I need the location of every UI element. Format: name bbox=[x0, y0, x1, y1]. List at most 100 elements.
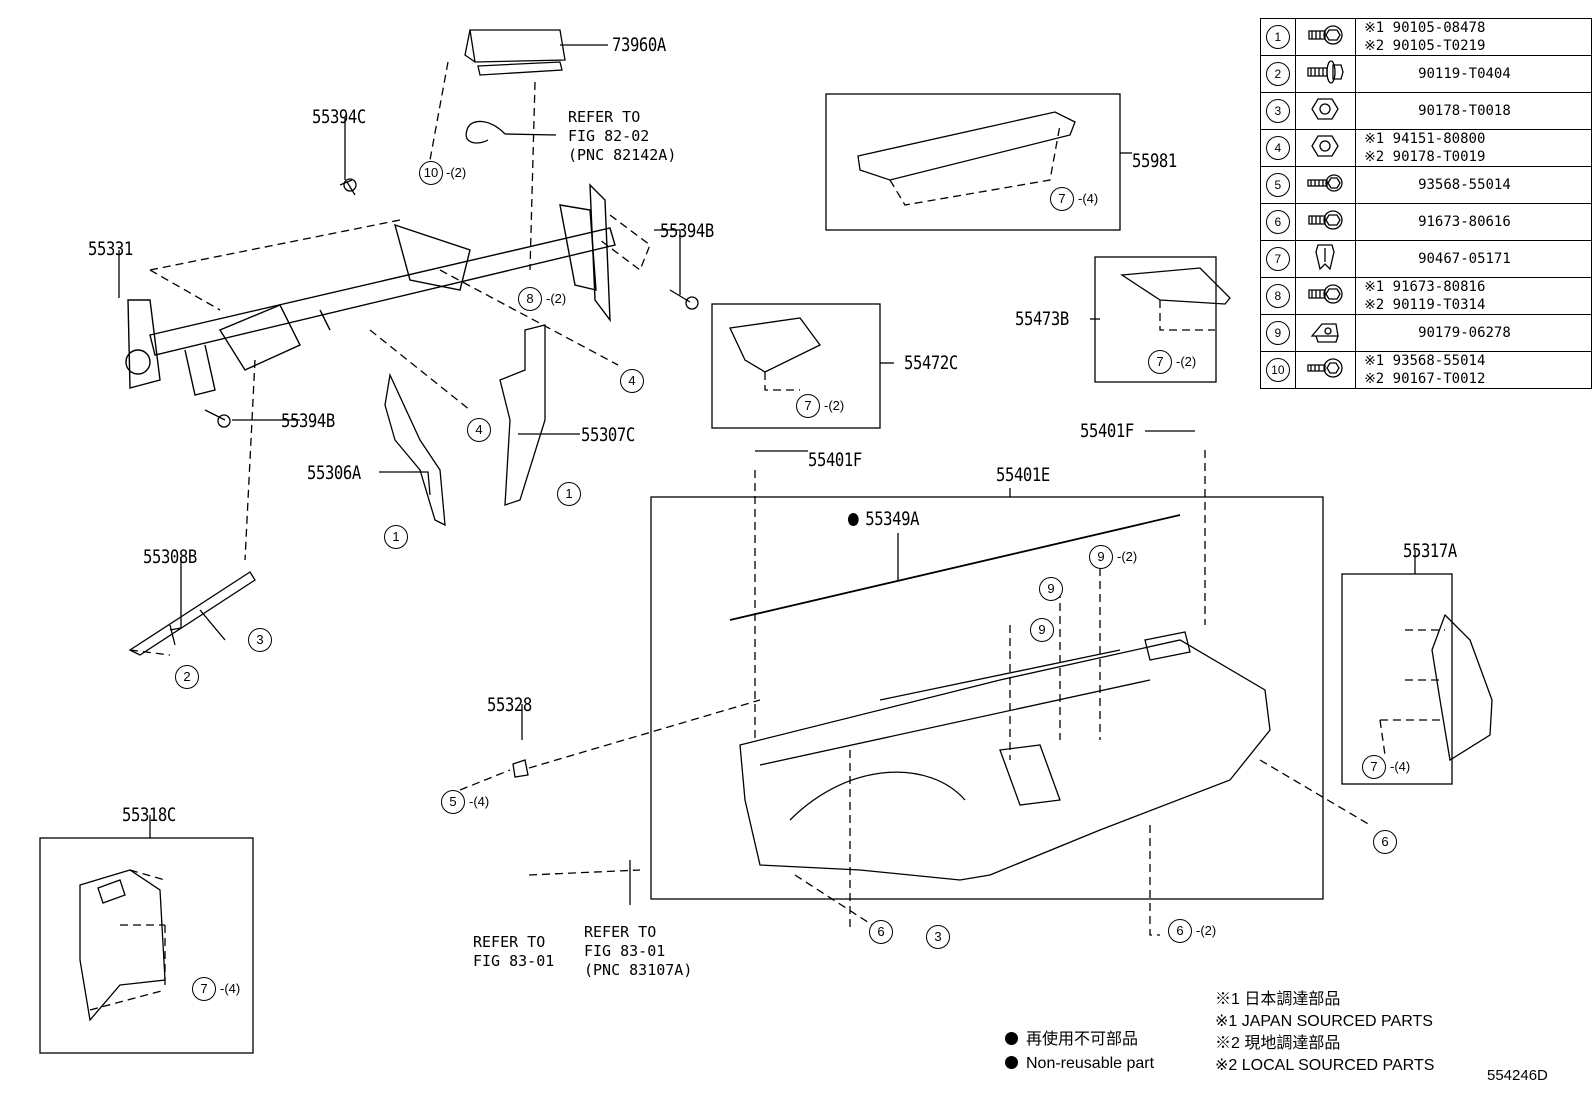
retainer-55328-drawing bbox=[512, 759, 529, 778]
fastener-part-number: 93568-55014 bbox=[1418, 177, 1511, 193]
legend-text: Non-reusable part bbox=[1026, 1055, 1155, 1072]
callout-9-top: 9 bbox=[1089, 545, 1113, 569]
nonreusable-dot-icon bbox=[1005, 1032, 1018, 1045]
fastener-number-cell: 5 bbox=[1260, 166, 1296, 204]
callout-7-55472c: 7 bbox=[796, 394, 820, 418]
fastener-row: 10※1 93568-55014※2 90167-T0012 bbox=[1260, 351, 1592, 389]
fastener-part-numbers: 91673-80616 bbox=[1355, 203, 1592, 241]
fastener-part-number: 90119-T0404 bbox=[1418, 66, 1511, 82]
brace-55306a-drawing bbox=[384, 372, 446, 527]
callout-qty: -(2) bbox=[1117, 549, 1138, 564]
bolt-washer-icon bbox=[1294, 277, 1357, 315]
clip-nut-icon bbox=[1294, 314, 1357, 352]
fastener-row: 5 93568-55014 bbox=[1260, 166, 1592, 204]
part-label-73960a: 73960A bbox=[612, 34, 666, 56]
fastener-part-numbers: 90179-06278 bbox=[1355, 314, 1592, 352]
fastener-part-number: ※1 90105-08478 bbox=[1364, 20, 1486, 36]
reinforcement-beam-drawing bbox=[125, 183, 616, 396]
ref-line: FIG 83-01 bbox=[584, 941, 666, 960]
fastener-number-cell: 8 bbox=[1260, 277, 1296, 315]
fastener-number-cell: 10 bbox=[1260, 351, 1296, 389]
bolt-flange-icon bbox=[1294, 55, 1357, 93]
hex-nut-icon bbox=[1294, 92, 1357, 130]
screw-washer-icon bbox=[1294, 351, 1357, 389]
fastener-part-numbers: 90178-T0018 bbox=[1355, 92, 1592, 130]
fastener-number: 8 bbox=[1265, 284, 1290, 308]
fastener-row: 8※1 91673-80816※2 90119-T0314 bbox=[1260, 277, 1592, 315]
fastener-row: 7 90467-05171 bbox=[1260, 240, 1592, 278]
ref-line: REFER TO bbox=[568, 108, 641, 126]
callout-7-55317a: 7 bbox=[1362, 755, 1386, 779]
fastener-part-number: 90178-T0018 bbox=[1418, 103, 1511, 119]
legend-nonreusable-en: Non-reusable part bbox=[1005, 1056, 1154, 1072]
ref-line: REFER TO bbox=[584, 923, 657, 941]
callout-qty: -(2) bbox=[1196, 923, 1217, 938]
callout-3: 3 bbox=[248, 628, 272, 652]
callout-qty: -(4) bbox=[1078, 191, 1099, 206]
callout-2: 2 bbox=[175, 665, 199, 689]
callout-3-bottom: 3 bbox=[926, 925, 950, 949]
callout-qty: -(2) bbox=[1176, 354, 1197, 369]
fastener-row: 6 91673-80616 bbox=[1260, 203, 1592, 241]
legend-note1-en: ※1 JAPAN SOURCED PARTS bbox=[1215, 1013, 1433, 1030]
legend-note2-jp: ※2 現地調達部品 bbox=[1215, 1035, 1341, 1052]
part-label-55401e: 55401E bbox=[996, 464, 1050, 486]
callout-qty: -(4) bbox=[1390, 759, 1411, 774]
panel-55981-drawing bbox=[857, 111, 1076, 181]
legend-note1-jp: ※1 日本調達部品 bbox=[1215, 991, 1341, 1008]
leader-lines bbox=[118, 118, 1416, 905]
fastener-part-number: ※2 90119-T0314 bbox=[1364, 297, 1486, 313]
fastener-part-number: ※1 94151-80800 bbox=[1364, 131, 1486, 147]
bolt-washer-icon bbox=[1294, 18, 1357, 56]
fastener-number: 7 bbox=[1265, 247, 1290, 271]
bracket-55308b-drawing bbox=[128, 571, 256, 656]
part-label-55401f-right: 55401F bbox=[1080, 420, 1134, 442]
fastener-part-number: ※1 93568-55014 bbox=[1364, 353, 1486, 369]
ref-line: FIG 83-01 bbox=[473, 951, 555, 970]
frame-55981 bbox=[825, 93, 1121, 231]
instrument-panel-drawing bbox=[729, 514, 1271, 881]
side-panel-55318c-drawing bbox=[79, 869, 166, 1022]
fastener-number-cell: 3 bbox=[1260, 92, 1296, 130]
callout-qty: -(2) bbox=[824, 398, 845, 413]
diagram-id: 554246D bbox=[1487, 1067, 1548, 1084]
harness-drawing bbox=[465, 120, 506, 144]
callout-7-55981: 7 bbox=[1050, 187, 1074, 211]
fastener-number: 5 bbox=[1265, 173, 1290, 197]
dashed-guides bbox=[89, 61, 1445, 1011]
part-label-55318c: 55318C bbox=[122, 804, 176, 826]
part-label-55317a: 55317A bbox=[1403, 540, 1457, 562]
hex-nut-icon bbox=[1294, 129, 1357, 167]
part-label-55981: 55981 bbox=[1132, 150, 1177, 172]
part-label-55306a: 55306A bbox=[307, 462, 361, 484]
clip-icon bbox=[1294, 240, 1357, 278]
fastener-row: 9 90179-06278 bbox=[1260, 314, 1592, 352]
fastener-part-numbers: 93568-55014 bbox=[1355, 166, 1592, 204]
side-panel-55317a-drawing bbox=[1431, 613, 1493, 762]
computer-module-drawing bbox=[464, 29, 608, 76]
fastener-number: 4 bbox=[1265, 136, 1290, 160]
frame-55472c bbox=[711, 303, 881, 429]
fastener-part-numbers: 90467-05171 bbox=[1355, 240, 1592, 278]
nonreusable-dot-icon bbox=[848, 513, 859, 526]
fastener-number: 6 bbox=[1265, 210, 1290, 234]
fastener-row: 3 90178-T0018 bbox=[1260, 92, 1592, 130]
part-label-55307c: 55307C bbox=[581, 424, 635, 446]
callout-8: 8 bbox=[518, 287, 542, 311]
callout-qty: -(2) bbox=[546, 291, 567, 306]
fastener-number-cell: 7 bbox=[1260, 240, 1296, 278]
brace-55307c-drawing bbox=[499, 324, 546, 506]
screw-icon bbox=[1294, 166, 1357, 204]
fastener-number-cell: 4 bbox=[1260, 129, 1296, 167]
callout-qty: -(4) bbox=[469, 794, 490, 809]
part-label-55472c: 55472C bbox=[904, 352, 958, 374]
part-label-55394b-right: 55394B bbox=[660, 220, 714, 242]
legend-text: 再使用不可部品 bbox=[1026, 1031, 1139, 1048]
ref-line: FIG 82-02 bbox=[568, 126, 650, 145]
panel-55473b-drawing bbox=[1120, 267, 1231, 305]
fastener-row: 1※1 90105-08478※2 90105-T0219 bbox=[1260, 18, 1592, 56]
fastener-number: 9 bbox=[1265, 321, 1290, 345]
callout-qty: -(2) bbox=[446, 165, 467, 180]
reference-fig-82-02: REFER TO FIG 82-02 (PNC 82142A) bbox=[568, 108, 676, 164]
